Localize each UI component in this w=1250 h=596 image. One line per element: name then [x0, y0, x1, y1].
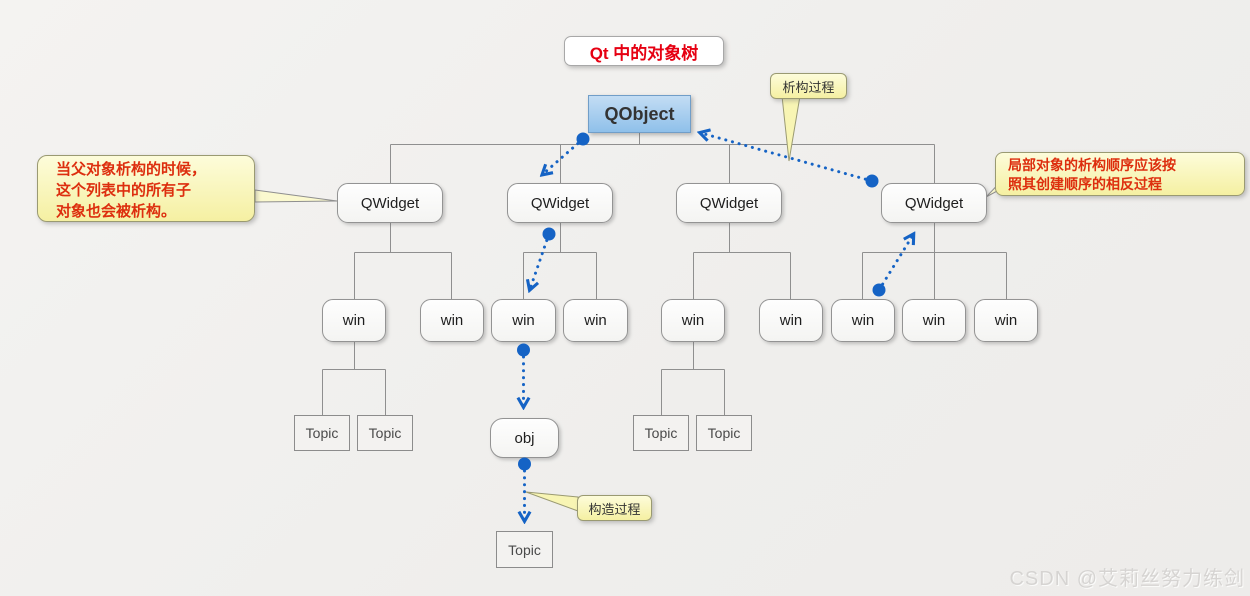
connector-win5-to-topics [661, 342, 725, 415]
win-node-9: win [974, 299, 1038, 342]
topic-node-2: Topic [357, 415, 413, 451]
arrow-origin-dot [517, 343, 530, 357]
callout-local-order: 局部对象的析构顺序应该按 照其创建顺序的相反过程 [995, 152, 1245, 196]
arrow-origin-dot [542, 227, 556, 241]
qwidget-node-1: QWidget [337, 183, 443, 223]
win-node-8: win [902, 299, 966, 342]
arrow-win7-to-qwidget4 [877, 235, 913, 292]
qwidget-node-4: QWidget [881, 183, 987, 223]
callout-tail-constructor-process [525, 491, 579, 512]
connector-widget2-to-wins [523, 223, 597, 299]
callout-line: 这个列表中的所有子 [56, 182, 192, 199]
arrow-qobject-to-qwidget2 [543, 137, 585, 174]
obj-node: obj [490, 418, 559, 458]
callout-destructor-process: 析构过程 [770, 73, 847, 99]
qwidget-node-2: QWidget [507, 183, 613, 223]
win-node-4: win [563, 299, 628, 342]
callout-tail-destructor-process [781, 95, 801, 162]
topic-node-4: Topic [696, 415, 752, 451]
connector-widget3-to-wins [693, 223, 791, 299]
win-node-1: win [322, 299, 386, 342]
win-node-5: win [661, 299, 725, 342]
callout-parent-destructor: 当父对象析构的时候， 这个列表中的所有子 对象也会被析构。 [37, 155, 255, 222]
arrow-origin-dot [872, 283, 886, 297]
win-node-2: win [420, 299, 484, 342]
callout-line: 照其创建顺序的相反过程 [1008, 176, 1162, 192]
connector-root-to-widgets [390, 133, 935, 183]
win-node-7: win [831, 299, 895, 342]
leaf-topic-node: Topic [496, 531, 553, 568]
win-node-6: win [759, 299, 823, 342]
connector-win1-to-topics [322, 342, 386, 415]
win-node-3: win [491, 299, 556, 342]
callout-constructor-process: 构造过程 [577, 495, 652, 521]
callout-line: 局部对象的析构顺序应该按 [1008, 157, 1176, 173]
arrow-origin-dot [576, 132, 590, 146]
arrow-qwidget4-to-qobject [701, 133, 874, 183]
qobject-node: QObject [588, 95, 691, 133]
callout-line: 当父对象析构的时候， [56, 161, 207, 178]
arrow-origin-dot [865, 174, 879, 188]
arrow-qwidget2-to-win3 [530, 232, 551, 289]
topic-node-1: Topic [294, 415, 350, 451]
watermark: CSDN @艾莉丝努力练剑 [1009, 568, 1245, 590]
qwidget-node-3: QWidget [676, 183, 782, 223]
callout-line: 对象也会被析构。 [56, 203, 177, 220]
topic-node-3: Topic [633, 415, 689, 451]
callout-tail-parent-destructor [254, 189, 338, 203]
diagram-title: Qt 中的对象树 [564, 36, 724, 66]
connector-widget4-to-wins [862, 223, 1007, 299]
connector-widget1-to-wins [354, 223, 452, 299]
arrow-origin-dot [518, 457, 531, 471]
